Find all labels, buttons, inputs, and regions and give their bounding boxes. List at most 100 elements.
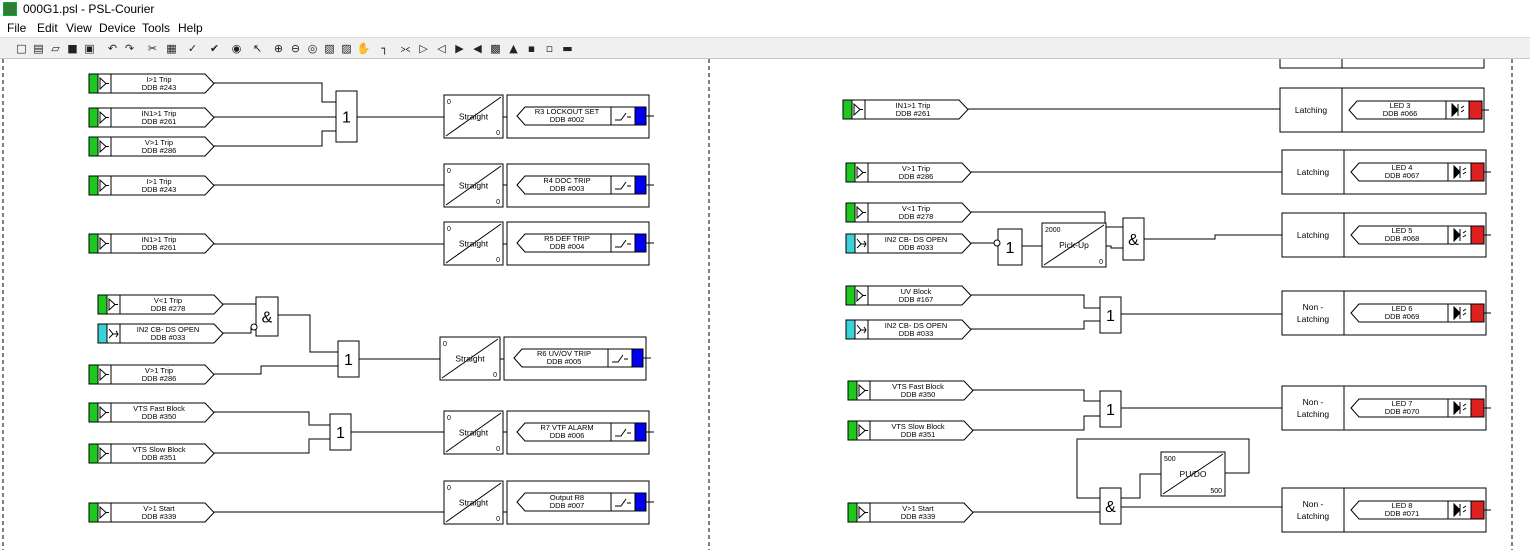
zoom-page-icon[interactable]: ▨	[341, 42, 352, 55]
zoom-in-icon[interactable]: ⊕	[273, 42, 284, 55]
print-icon[interactable]: ▣	[84, 42, 95, 55]
zoom-window-icon[interactable]: ◎	[307, 42, 318, 55]
right-led-conditioner-3[interactable]: Non -Latching	[1281, 290, 1345, 336]
new-icon[interactable]: □	[16, 42, 27, 55]
right-and-gate-2[interactable]: &	[1099, 487, 1122, 525]
right-or-gate-3[interactable]: 1	[1099, 390, 1122, 428]
output-label: Output R8	[550, 493, 584, 502]
right-and-gate-1[interactable]: &	[1122, 217, 1145, 261]
input-signal-icon[interactable]: ▷	[419, 42, 428, 55]
menu-view[interactable]: View	[66, 21, 92, 35]
output-signal-icon[interactable]: ◁	[437, 42, 446, 55]
signal-ddb: DDB #261	[142, 243, 177, 252]
left-or-gate-2[interactable]: 1	[337, 340, 360, 378]
save-icon[interactable]: ■	[67, 42, 78, 55]
right-or-gate-1[interactable]: 1	[997, 228, 1023, 266]
led-icon[interactable]: ▲	[509, 42, 518, 55]
menu-device[interactable]: Device	[99, 21, 136, 35]
zoom-out-icon[interactable]: ⊖	[290, 42, 301, 55]
opto-signal-icon[interactable]: ⪥	[400, 42, 411, 55]
menu-tools[interactable]: Tools	[142, 21, 171, 35]
left-or-gate-3[interactable]: 1	[329, 413, 352, 451]
redo-icon[interactable]: ↷	[124, 42, 135, 55]
undo-icon[interactable]: ↶	[107, 42, 118, 55]
paste-icon[interactable]: ▦	[166, 42, 177, 55]
menu-edit[interactable]: Edit	[37, 21, 58, 35]
right-led-conditioner-0[interactable]: Latching	[1279, 87, 1343, 133]
template-icon[interactable]: ▤	[33, 42, 44, 55]
verify-icon[interactable]: ✔	[209, 42, 220, 55]
menu-file[interactable]: File	[7, 21, 27, 35]
left-or-gate-1[interactable]: 1	[335, 90, 358, 143]
pointer-icon[interactable]: ↖	[252, 42, 263, 55]
find-icon[interactable]: ◉	[231, 42, 242, 55]
contact-icon[interactable]: ▪	[527, 42, 536, 55]
signal-ddb: DDB #350	[901, 390, 936, 399]
check-icon[interactable]: ✓	[187, 42, 198, 55]
right-led-conditioner-2[interactable]: Latching	[1281, 212, 1345, 258]
output-label: R6 UV/OV TRIP	[537, 349, 591, 358]
left-and-gate[interactable]: &	[255, 296, 279, 337]
right-led-conditioner-5[interactable]: Non -Latching	[1281, 487, 1345, 533]
right-led-conditioner-1[interactable]: Latching	[1281, 149, 1345, 195]
timer-icon[interactable]: ▩	[490, 42, 501, 55]
block-icon[interactable]: ▬	[562, 42, 573, 55]
link-icon[interactable]: ┐	[381, 42, 388, 55]
right-or-gate-2[interactable]: 1	[1099, 296, 1122, 334]
pan-hand-icon[interactable]: ✋	[356, 42, 371, 55]
signal-label: I>1 Trip	[146, 75, 171, 84]
gate-or-icon[interactable]: ◀	[473, 42, 482, 55]
connection-wire	[971, 320, 1100, 330]
zoom-fit-icon[interactable]: ▧	[324, 42, 335, 55]
cut-icon[interactable]: ✂	[147, 42, 158, 55]
fault-record-icon[interactable]: ▫	[545, 42, 554, 55]
menu-help[interactable]: Help	[178, 21, 203, 35]
gate-and-icon[interactable]: ▶	[455, 42, 464, 55]
right-led-conditioner-4[interactable]: Non -Latching	[1281, 385, 1345, 431]
conditioner-mode: Straight	[459, 428, 489, 438]
open-icon[interactable]: ▱	[51, 42, 60, 55]
